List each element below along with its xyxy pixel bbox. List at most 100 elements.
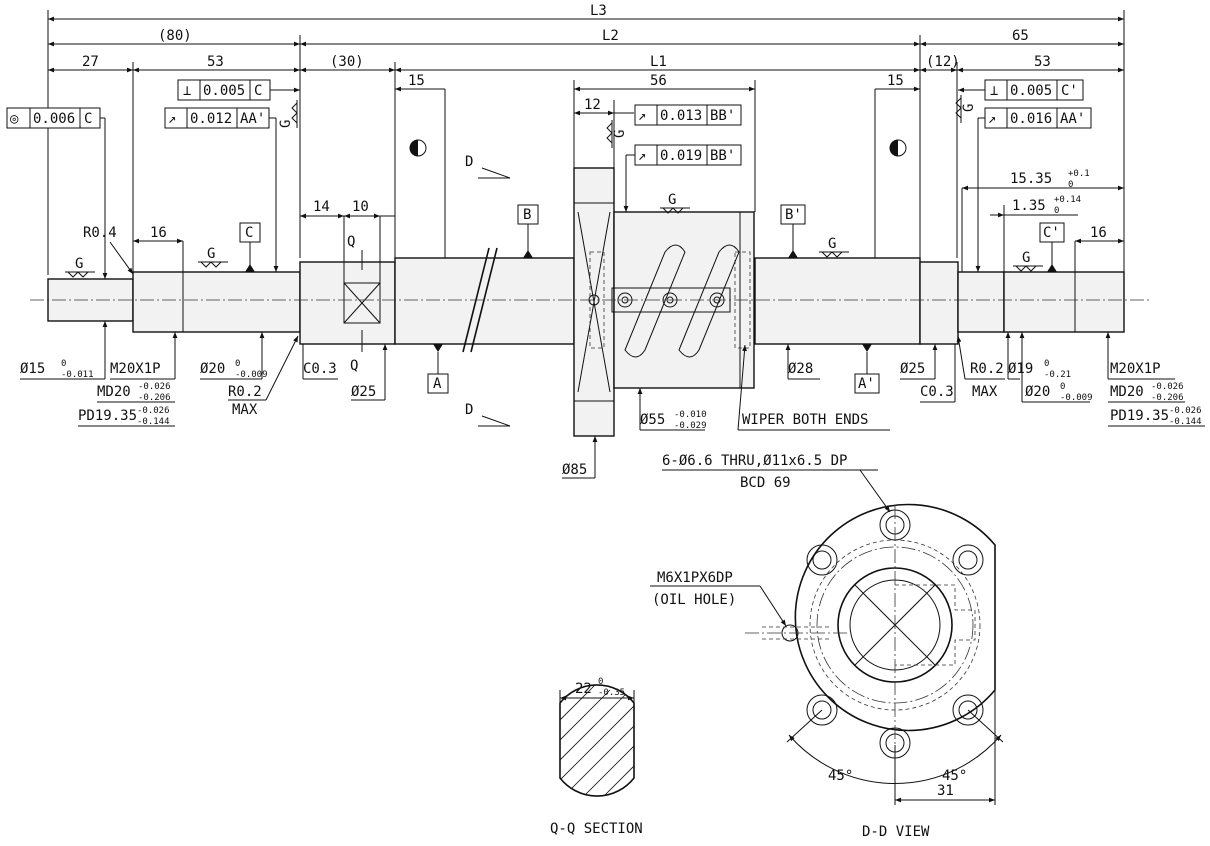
svg-text:↗: ↗ — [988, 111, 996, 127]
svg-text:C0.3: C0.3 — [920, 384, 954, 400]
neck-right — [957, 271, 1005, 333]
bearing-journal-right — [919, 261, 959, 345]
svg-text:C: C — [84, 111, 92, 127]
perpendicularity-frame-right: ⊥ 0.005 C' — [958, 79, 1084, 101]
svg-text:-0.35: -0.35 — [598, 688, 625, 698]
dim-15-left: 15 — [408, 73, 425, 89]
section-d-marker-bottom: D — [465, 402, 511, 427]
runout-frame-left: ↗ 0.012 AA' — [164, 107, 279, 272]
svg-text:-0.21: -0.21 — [1044, 370, 1071, 380]
svg-text:Ø25: Ø25 — [351, 384, 376, 400]
finish-g-2: G — [198, 246, 228, 268]
svg-text:AA': AA' — [1060, 111, 1085, 127]
q-q-section-caption: Q-Q SECTION — [550, 821, 643, 837]
datum-b-prime: B' — [785, 207, 802, 223]
overall-dimensions: L3 (80) L2 65 27 53 (30) L1 (12) 53 56 1… — [48, 3, 1124, 258]
svg-text:R0.2: R0.2 — [228, 384, 262, 400]
svg-text:WIPER BOTH ENDS: WIPER BOTH ENDS — [742, 412, 868, 428]
svg-text:C: C — [254, 83, 262, 99]
svg-text:15.35: 15.35 — [1010, 171, 1052, 187]
left-end-annotations: ◎ 0.006 C ⊥ 0.005 C ↗ 0.012 AA' C R0.4 1… — [6, 79, 511, 427]
svg-text:-0.029: -0.029 — [674, 421, 707, 431]
oil-hole-thread: M6X1PX6DP — [657, 570, 733, 586]
dim-80: (80) — [158, 28, 192, 44]
dim-31: 31 — [937, 783, 954, 799]
dim-16-left: 16 — [150, 225, 167, 241]
finish-g-6: G — [278, 100, 298, 128]
dim-65: 65 — [1012, 28, 1029, 44]
bcd-note: BCD 69 — [740, 475, 791, 491]
dim-53-left: 53 — [207, 54, 224, 70]
thread-section-left — [132, 271, 301, 333]
dim-30: (30) — [330, 54, 364, 70]
svg-text:↗: ↗ — [638, 148, 646, 164]
svg-text:-0.026: -0.026 — [138, 382, 171, 392]
dim-l1: L1 — [650, 54, 667, 70]
svg-text:+0.14: +0.14 — [1054, 195, 1081, 205]
svg-text:↗: ↗ — [638, 108, 646, 124]
wrench-flat — [343, 282, 381, 324]
datum-c: C — [245, 225, 253, 241]
svg-text:-0.026: -0.026 — [1169, 406, 1202, 416]
svg-text:MAX: MAX — [972, 384, 998, 400]
svg-text:G: G — [828, 236, 836, 252]
svg-text:Ø20: Ø20 — [1025, 384, 1050, 400]
half-circle-symbol-right — [889, 139, 907, 157]
svg-text:-0.206: -0.206 — [1151, 393, 1184, 403]
svg-text:G: G — [1022, 250, 1030, 266]
finish-g-3: G — [660, 192, 690, 214]
svg-text:G: G — [612, 130, 628, 138]
dim-53-right: 53 — [1034, 54, 1051, 70]
svg-text:AA': AA' — [240, 111, 265, 127]
svg-text:MD20: MD20 — [1110, 384, 1144, 400]
datum-b: B — [523, 207, 531, 223]
svg-text:C': C' — [1061, 83, 1078, 99]
svg-text:0.006: 0.006 — [33, 111, 75, 127]
svg-text:G: G — [278, 120, 294, 128]
section-q-top: Q — [347, 234, 355, 250]
svg-text:G: G — [668, 192, 676, 208]
svg-text:Ø20: Ø20 — [200, 361, 225, 377]
dim-56: 56 — [650, 73, 667, 89]
svg-text:MD20: MD20 — [97, 384, 131, 400]
svg-text:0.016: 0.016 — [1010, 111, 1052, 127]
svg-text:D: D — [465, 402, 473, 418]
svg-text:0: 0 — [61, 359, 66, 369]
svg-text:⊥: ⊥ — [990, 83, 998, 99]
svg-text:Ø15: Ø15 — [20, 361, 45, 377]
finish-g-4: G — [819, 236, 849, 258]
svg-text:0.013: 0.013 — [660, 108, 702, 124]
dim-12-right: (12) — [926, 54, 960, 70]
bearing-journal-left — [299, 261, 396, 345]
svg-text:0: 0 — [1044, 359, 1049, 369]
svg-text:⊥: ⊥ — [183, 83, 191, 99]
svg-text:Ø19: Ø19 — [1008, 361, 1033, 377]
q-q-section: 22 0 -0.35 Q-Q SECTION — [550, 677, 643, 837]
dim-16-right: 16 — [1090, 225, 1107, 241]
svg-text:0: 0 — [1060, 382, 1065, 392]
svg-text:0: 0 — [1068, 180, 1073, 190]
svg-text:0.012: 0.012 — [190, 111, 232, 127]
svg-text:-0.009: -0.009 — [1060, 393, 1093, 403]
angle-45-left: 45° — [828, 768, 853, 784]
svg-text:PD19.35: PD19.35 — [1110, 408, 1169, 424]
finish-g-8: G — [955, 95, 977, 123]
d-d-view: 31 45° 45° 6-Ø6.6 THRU,Ø11x6.5 DP BCD 69… — [650, 453, 1004, 840]
svg-text:0.005: 0.005 — [1010, 83, 1052, 99]
svg-text:-0.026: -0.026 — [137, 406, 170, 416]
dim-15-right: 15 — [887, 73, 904, 89]
svg-text:M20X1P: M20X1P — [1110, 361, 1161, 377]
svg-text:M20X1P: M20X1P — [110, 361, 161, 377]
label-r04: R0.4 — [83, 225, 117, 241]
svg-text:-0.144: -0.144 — [1169, 417, 1202, 427]
section-d-marker-top: D — [465, 154, 511, 179]
svg-text:0: 0 — [1054, 206, 1059, 216]
runout-frame-nut-2: ↗ 0.019 BB' — [623, 144, 742, 212]
svg-text:-0.009: -0.009 — [235, 370, 268, 380]
holes-note: 6-Ø6.6 THRU,Ø11x6.5 DP — [662, 453, 847, 469]
right-end-annotations: ⊥ 0.005 C' ↗ 0.016 AA' 15.35 +0.1 0 1.35… — [785, 79, 1205, 427]
nut-annotations: 12 ↗ 0.013 BB' ↗ 0.019 BB' B B' Ø55 -0.0… — [517, 97, 890, 479]
svg-text:-0.010: -0.010 — [674, 410, 707, 420]
svg-text:-0.026: -0.026 — [1151, 382, 1184, 392]
